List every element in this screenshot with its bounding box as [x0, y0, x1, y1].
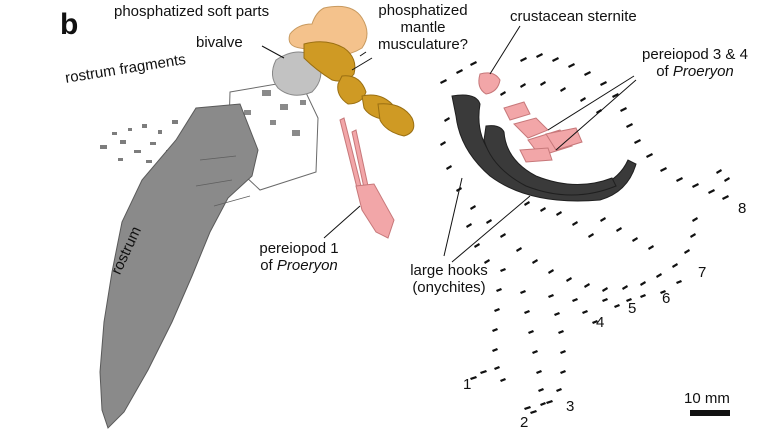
- arm-number-7: 7: [698, 264, 707, 281]
- arm-number-6: 6: [662, 290, 671, 307]
- panel-letter: b: [60, 8, 79, 41]
- large-hooks-shape: [451, 94, 637, 202]
- mantle-label-line-3: musculature?: [377, 36, 469, 53]
- bivalve-label: bivalve: [196, 34, 243, 51]
- mantle-label-line-2: mantle: [400, 19, 446, 36]
- rostrum-shape: [99, 103, 259, 429]
- soft-parts-label: phosphatized soft parts: [114, 3, 270, 20]
- arm-number-2: 2: [520, 414, 529, 431]
- scale-bar-line: [690, 410, 730, 416]
- arm-number-5: 5: [628, 300, 637, 317]
- mantle-musculature-shape: [303, 41, 415, 137]
- pereiopod-3-4-label-line-1: pereiopod 3 & 4: [642, 46, 748, 63]
- arm-number-8: 8: [738, 200, 747, 217]
- pereiopod-1-label: pereiopod 1 of Proeryon: [244, 240, 354, 274]
- pereiopod-3-4-genus: Proeryon: [672, 63, 734, 80]
- large-hooks-label-line-2: (onychites): [412, 279, 486, 296]
- crustacean-remains-shape: [478, 72, 583, 163]
- arm-number-4: 4: [596, 314, 605, 331]
- pereiopod-1-label-line-2: of Proeryon: [244, 257, 354, 274]
- mantle-label-line-1: phosphatized: [378, 2, 468, 19]
- pereiopod-1-of: of: [260, 257, 277, 274]
- large-hooks-label: large hooks (onychites): [394, 262, 504, 296]
- pereiopod-1-shape: [339, 117, 395, 239]
- sternite-label: crustacean sternite: [510, 8, 637, 25]
- pereiopod-3-4-label-line-2: of Proeryon: [630, 63, 760, 80]
- pereiopod-1-label-line-1: pereiopod 1: [259, 240, 339, 257]
- leader-lines: [261, 25, 637, 263]
- arm-number-3: 3: [566, 398, 575, 415]
- mantle-label: phosphatized mantle musculature?: [360, 2, 486, 53]
- large-hooks-label-line-1: large hooks: [410, 262, 488, 279]
- scale-bar-label: 10 mm: [684, 390, 730, 407]
- pereiopod-3-4-of: of: [656, 63, 673, 80]
- pereiopod-1-genus: Proeryon: [276, 257, 338, 274]
- pereiopod-3-4-label: pereiopod 3 & 4 of Proeryon: [630, 46, 760, 80]
- arm-number-1: 1: [463, 376, 472, 393]
- arm-hooklets-shape: [440, 53, 730, 414]
